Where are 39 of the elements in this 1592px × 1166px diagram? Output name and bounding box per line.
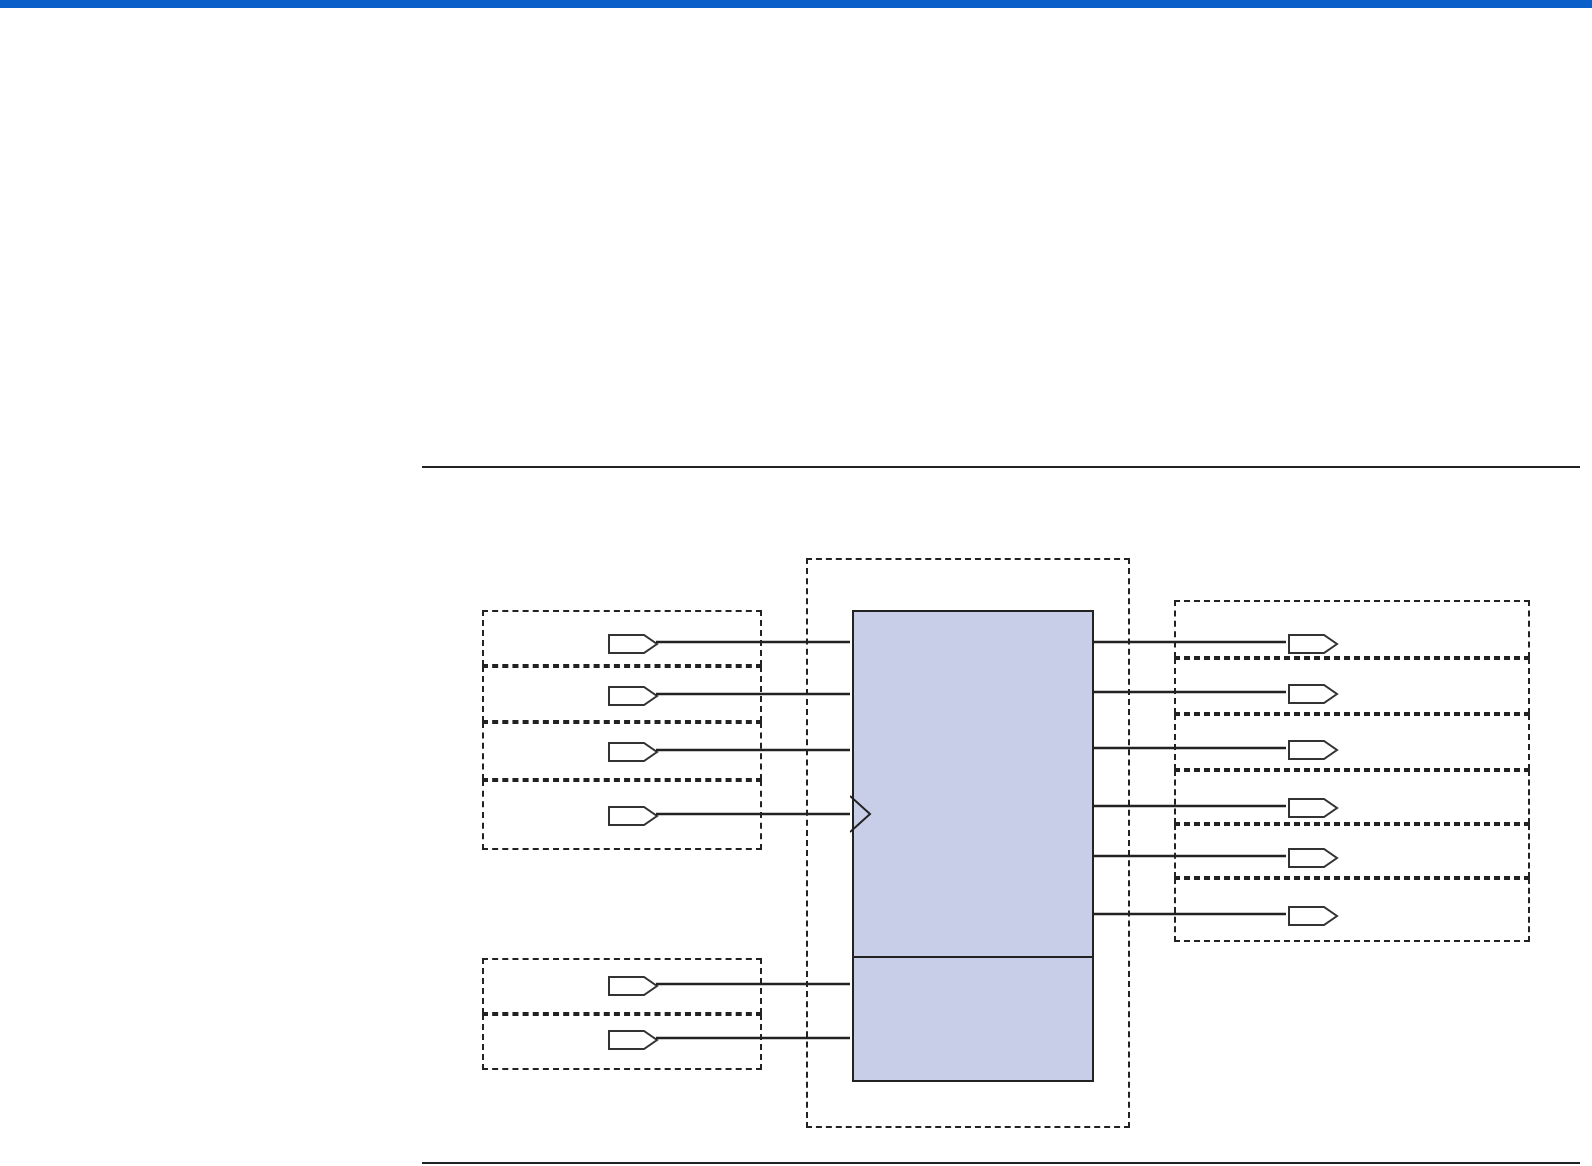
wire bbox=[656, 640, 850, 644]
dashed-row bbox=[1174, 714, 1530, 770]
dashed-row bbox=[482, 780, 762, 850]
wire bbox=[1092, 690, 1286, 694]
port-symbol bbox=[608, 976, 658, 996]
wire bbox=[1092, 804, 1286, 808]
dashed-row bbox=[1174, 770, 1530, 824]
dashed-row bbox=[1174, 658, 1530, 714]
wire bbox=[1092, 746, 1286, 750]
dashed-row bbox=[1174, 878, 1530, 942]
port-symbol bbox=[1288, 740, 1338, 760]
dashed-row bbox=[482, 610, 762, 666]
port-symbol bbox=[608, 634, 658, 654]
logic-block bbox=[852, 956, 1094, 1082]
port-symbol bbox=[608, 742, 658, 762]
dashed-row bbox=[482, 958, 762, 1014]
port-symbol bbox=[1288, 798, 1338, 818]
port-symbol bbox=[608, 1030, 658, 1050]
port-symbol bbox=[1288, 848, 1338, 868]
dashed-row bbox=[1174, 824, 1530, 878]
wire bbox=[656, 982, 850, 986]
dashed-row bbox=[1174, 600, 1530, 658]
dashed-row bbox=[482, 1014, 762, 1070]
port-symbol bbox=[608, 806, 658, 826]
port-symbol bbox=[608, 686, 658, 706]
wire bbox=[656, 1036, 850, 1040]
wire bbox=[656, 692, 850, 696]
wire bbox=[1092, 912, 1286, 916]
wire bbox=[1092, 640, 1286, 644]
wire bbox=[656, 795, 871, 833]
wire bbox=[656, 748, 850, 752]
port-symbol bbox=[1288, 634, 1338, 654]
dashed-row bbox=[482, 722, 762, 780]
dashed-boundary bbox=[806, 558, 1130, 1128]
wire bbox=[1092, 854, 1286, 858]
port-symbol bbox=[1288, 906, 1338, 926]
port-symbol bbox=[1288, 684, 1338, 704]
logic-block bbox=[852, 610, 1094, 958]
dashed-row bbox=[482, 666, 762, 722]
